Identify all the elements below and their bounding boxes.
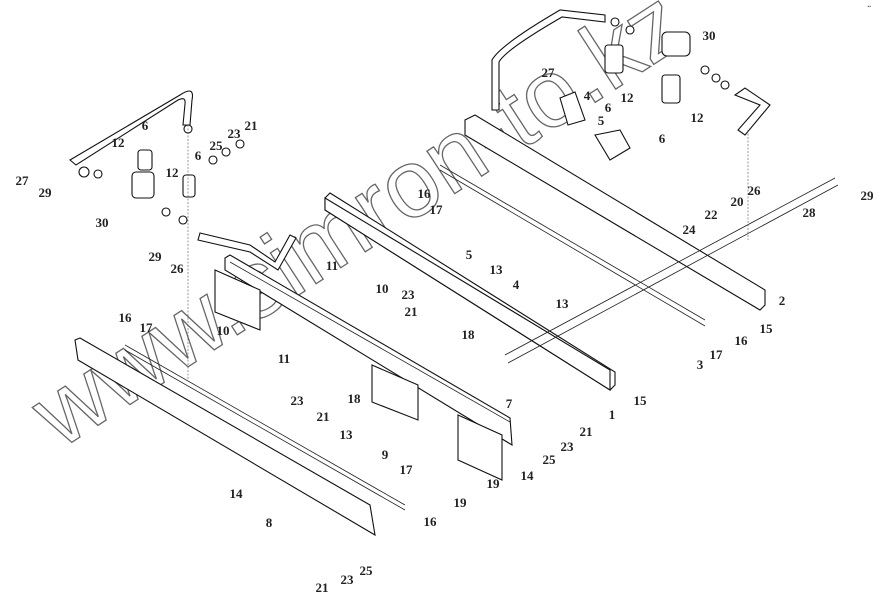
callout-29: 29: [39, 185, 53, 200]
callout-10: 10: [376, 281, 389, 296]
callout-19: 19: [487, 476, 501, 491]
callout-6: 6: [605, 100, 612, 115]
callout-16: 16: [418, 186, 432, 201]
callout-12: 12: [621, 90, 634, 105]
callout-12: 12: [166, 165, 179, 180]
callout-11: 11: [278, 351, 290, 366]
callout-26: 26: [171, 261, 185, 276]
callout-6: 6: [195, 148, 202, 163]
callout-4: 4: [584, 88, 591, 103]
callout-30: 30: [703, 28, 716, 43]
callout-16: 16: [119, 310, 133, 325]
callout-21: 21: [245, 118, 258, 133]
callout-17: 17: [140, 320, 154, 335]
callout-23: 23: [561, 439, 575, 454]
callout-12: 12: [691, 110, 704, 125]
callout-6: 6: [659, 131, 666, 146]
callout-25: 25: [360, 563, 374, 578]
callout-5: 5: [466, 247, 473, 262]
callout-11: 11: [326, 258, 338, 273]
callout-19: 19: [454, 495, 468, 510]
callout-17: 17: [400, 462, 414, 477]
callout-24: 24: [683, 222, 697, 237]
callout-21: 21: [316, 580, 329, 595]
callout-2: 2: [779, 293, 786, 308]
callout-21: 21: [580, 424, 593, 439]
callout-13: 13: [490, 262, 504, 277]
hose-assembly-right: [491, 9, 771, 161]
callout-17: 17: [710, 347, 724, 362]
rear-beam-assembly: [324, 114, 839, 391]
callout-25: 25: [543, 452, 557, 467]
hose-assembly-left: [69, 90, 297, 271]
callout-27: 27: [16, 173, 30, 188]
callout-25: 25: [210, 138, 224, 153]
callout-18: 18: [462, 327, 476, 342]
callout-4: 4: [513, 277, 520, 292]
callout-23: 23: [291, 393, 305, 408]
callout-10: 10: [217, 323, 230, 338]
callout-3: 3: [697, 357, 704, 372]
callout-27: 27: [542, 65, 556, 80]
callout-20: 20: [731, 194, 744, 209]
callout-15: 15: [760, 321, 774, 336]
callout-16: 16: [424, 514, 438, 529]
callout-6: 6: [142, 118, 149, 133]
callout-labels: 2729126122523216302926271263012645161726…: [16, 28, 875, 595]
callout-16: 16: [735, 333, 749, 348]
callout-14: 14: [521, 468, 535, 483]
callout-15: 15: [634, 393, 648, 408]
callout-14: 14: [230, 486, 244, 501]
callout-21: 21: [317, 409, 330, 424]
callout-22: 22: [705, 207, 718, 222]
callout-8: 8: [266, 515, 273, 530]
callout-9: 9: [382, 447, 389, 462]
callout-5: 5: [598, 113, 605, 128]
corner-mark: ▪▪: [867, 5, 871, 10]
callout-12: 12: [112, 135, 125, 150]
callout-28: 28: [803, 205, 817, 220]
front-beam-assembly: [74, 254, 513, 537]
callout-7: 7: [506, 396, 513, 411]
callout-23: 23: [402, 287, 416, 302]
callout-18: 18: [348, 391, 362, 406]
callout-30: 30: [96, 215, 109, 230]
callout-1: 1: [609, 407, 616, 422]
callout-23: 23: [341, 572, 355, 587]
callout-23: 23: [228, 126, 242, 141]
callout-26: 26: [748, 183, 762, 198]
callout-29: 29: [149, 249, 163, 264]
callout-21: 21: [405, 304, 418, 319]
callout-13: 13: [556, 296, 570, 311]
callout-13: 13: [340, 427, 354, 442]
callout-29: 29: [861, 188, 875, 203]
callout-17: 17: [430, 202, 444, 217]
